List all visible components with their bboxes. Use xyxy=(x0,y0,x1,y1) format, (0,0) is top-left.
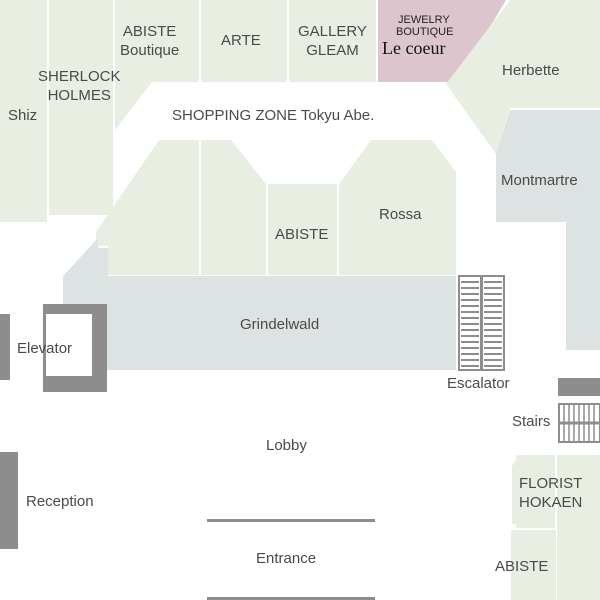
stairs-top-block xyxy=(558,378,600,396)
entrance-line-top xyxy=(207,519,375,522)
shop-block-abiste-corner[interactable] xyxy=(511,530,556,600)
shop-label-line: Boutique xyxy=(120,42,180,59)
elevator-car[interactable] xyxy=(46,314,88,376)
shop-label-montmartre: Montmartre xyxy=(501,172,578,189)
area-label-elevator: Elevator xyxy=(17,340,73,357)
shop-block-rossa[interactable] xyxy=(339,140,456,275)
shop-label-abiste-boutique: ABISTE Boutique xyxy=(120,22,179,60)
shop-block-left-center[interactable] xyxy=(96,140,199,275)
shop-block-shiz[interactable] xyxy=(0,0,47,222)
shop-block-sherlock-holmes[interactable] xyxy=(49,0,113,215)
area-label-reception: Reception xyxy=(26,493,94,510)
shop-block-montmartre[interactable] xyxy=(496,110,600,350)
shop-block-florist[interactable] xyxy=(512,455,555,528)
shop-block-abiste-boutique[interactable] xyxy=(115,0,199,130)
reception-counter xyxy=(0,452,18,549)
shop-label-abiste-center: ABISTE xyxy=(275,226,329,243)
shop-label-abiste-corner: ABISTE xyxy=(495,558,549,575)
shop-block-abiste-center[interactable] xyxy=(268,184,337,275)
shop-label-line: FLORIST xyxy=(519,475,583,492)
shop-label-grindelwald: Grindelwald xyxy=(240,316,320,333)
area-label-escalator: Escalator xyxy=(447,375,510,392)
shop-label-line: GLEAM xyxy=(306,42,359,59)
elevator-left-bar xyxy=(0,314,10,380)
shop-block-florist-side[interactable] xyxy=(557,455,600,600)
shop-label-sherlock-holmes: SHERLOCK HOLMES xyxy=(38,67,121,105)
shop-label-shiz: Shiz xyxy=(8,107,38,124)
shop-label-florist: FLORIST HOKAEN xyxy=(519,474,582,512)
area-label-lobby: Lobby xyxy=(266,437,307,454)
area-label-entrance: Entrance xyxy=(256,550,317,567)
shop-label-name: Le coeur xyxy=(382,38,446,58)
shop-block-grindelwald[interactable] xyxy=(63,238,456,370)
shop-label-herbette: Herbette xyxy=(502,62,560,79)
elevator-door-frame xyxy=(88,314,92,376)
shop-label-arte: ARTE xyxy=(221,32,261,49)
area-label-stairs: Stairs xyxy=(512,413,551,430)
shop-block-le-coeur[interactable] xyxy=(378,0,506,82)
shop-label-rossa: Rossa xyxy=(379,206,422,223)
shop-block-gallery-gleam[interactable] xyxy=(289,0,376,82)
shop-label-le-coeur: JEWELRY BOUTIQUE Le coeur xyxy=(382,14,453,58)
shop-label-line: BOUTIQUE xyxy=(396,26,454,38)
entrance-line-bottom xyxy=(207,597,375,600)
shop-label-line: SHERLOCK xyxy=(38,68,121,85)
shop-block-arte[interactable] xyxy=(201,0,287,82)
shop-block-corridor-shop[interactable] xyxy=(201,140,266,275)
stairs-graphic[interactable] xyxy=(558,403,600,443)
shop-label-line: JEWELRY xyxy=(398,14,450,26)
shop-label-line: GALLERY xyxy=(298,23,367,40)
shop-label-line: HOKAEN xyxy=(519,494,583,511)
area-label-shopping-zone: SHOPPING ZONE Tokyu Abe. xyxy=(172,107,375,124)
shop-label-gallery-gleam: GALLERY GLEAM xyxy=(298,22,367,60)
escalator-graphic[interactable] xyxy=(458,275,505,371)
shop-label-line: ABISTE xyxy=(122,23,177,40)
shop-label-line: HOLMES xyxy=(47,87,111,104)
shop-block-herbette[interactable] xyxy=(446,0,600,154)
